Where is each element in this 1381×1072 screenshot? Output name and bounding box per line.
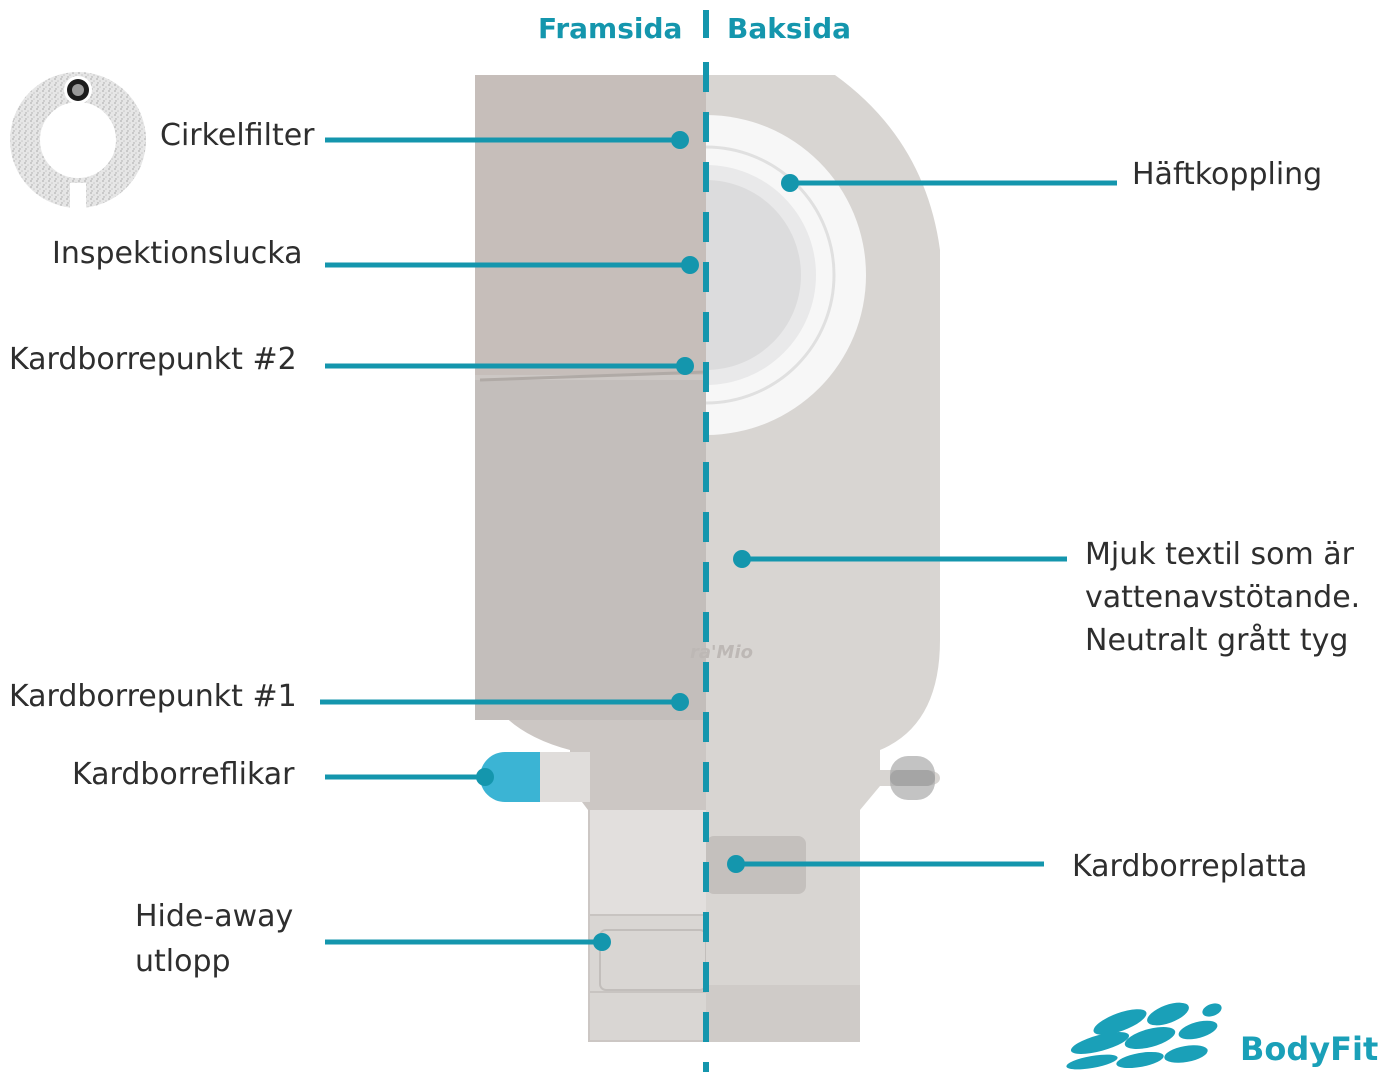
bag-watermark: ra'Mio [690, 642, 753, 663]
label-kardborreplatta: Kardborreplatta [1072, 847, 1307, 886]
label-kardborrepunkt-1: Kardborrepunkt #1 [9, 677, 297, 716]
label-kardborrepunkt-2: Kardborrepunkt #2 [9, 340, 297, 379]
brand-name: BodyFit [1240, 1030, 1378, 1068]
label-hide-away-line2: utlopp [135, 942, 231, 981]
label-hide-away-line1: Hide-away [135, 897, 293, 936]
label-mjuk-line3: Neutralt grått tyg [1085, 621, 1348, 660]
label-inspektionslucka: Inspektionslucka [52, 234, 303, 273]
label-mjuk-line2: vattenavstötande. [1085, 578, 1360, 617]
bodyfit-logo-icon [1065, 998, 1223, 1072]
back-side-heading: Baksida [727, 12, 851, 45]
label-cirkelfilter: Cirkelfilter [160, 116, 315, 155]
label-kardborreflikar: Kardborreflikar [72, 755, 295, 794]
front-side-heading: Framsida [538, 12, 682, 45]
circle-filter-image [0, 55, 150, 215]
label-haftkoppling: Häftkoppling [1132, 155, 1322, 194]
label-mjuk-line1: Mjuk textil som är [1085, 535, 1354, 574]
